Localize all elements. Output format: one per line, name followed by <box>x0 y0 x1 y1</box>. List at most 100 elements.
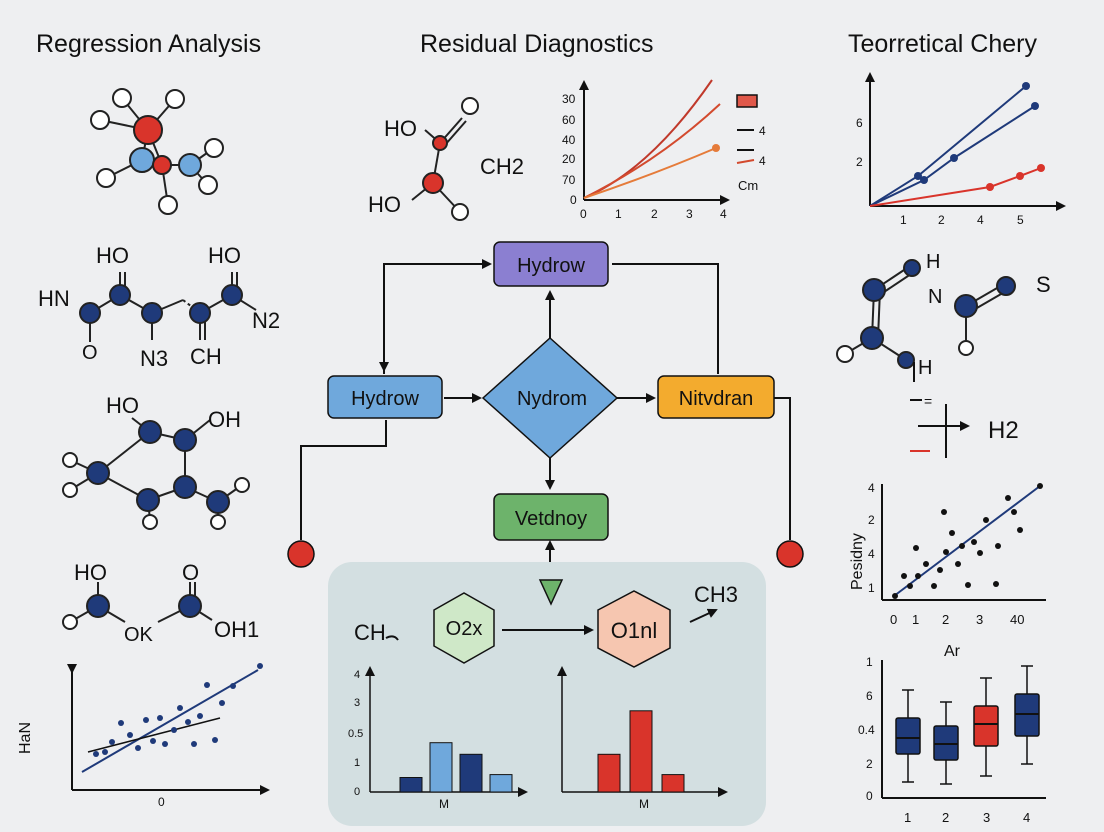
molecule-middle-top <box>411 97 479 221</box>
right-line-point <box>1016 172 1024 180</box>
hexagon-right: O1nl <box>597 590 671 668</box>
box-ytick-3: 2 <box>866 757 873 771</box>
flow-node-left-label: Hydrow <box>351 388 419 410</box>
panel-left-ytick-0: 4 <box>354 669 360 681</box>
mol2-label-o: O <box>82 342 98 364</box>
right-line-point <box>1031 102 1039 110</box>
panel-right-bar <box>597 753 621 793</box>
connector-left-to-red-dot <box>300 420 387 540</box>
flow-node-right[interactable]: Nitvdran <box>657 375 775 419</box>
midmol-label-ch2: CH2 <box>480 154 524 179</box>
mol2-label-n3: N3 <box>140 346 168 371</box>
panel-right-bars <box>597 710 685 793</box>
right-scatter-points <box>892 483 1043 599</box>
box-ytick-1: 6 <box>866 689 873 703</box>
box-xtick-3: 4 <box>1023 810 1030 825</box>
left-scatter-chart <box>67 663 270 795</box>
heading-residual-diagnostics: Residual Diagnostics <box>420 30 654 58</box>
right-scatter-xtick-4: 40 <box>1010 612 1024 627</box>
right-scatter-ytick-0: 4 <box>868 481 875 495</box>
panel-left-bar <box>399 777 423 793</box>
right-line-series-line <box>869 85 1027 207</box>
mol4-label-ok: OK <box>124 624 154 646</box>
right-scatter-ytick-2: 4 <box>868 547 875 561</box>
growth-series-3-end-point <box>712 144 720 152</box>
flow-node-bottom[interactable]: Vetdnoy <box>493 493 609 541</box>
growth-legend-label-2: 4 <box>759 154 766 168</box>
growth-xtick-1: 1 <box>615 207 622 221</box>
right-scatter-xtick-2: 2 <box>942 612 949 627</box>
flow-node-left[interactable]: Hydrow <box>327 375 443 419</box>
left-scatter-trend-line <box>81 669 259 773</box>
right-scatter-fit-line <box>893 485 1041 597</box>
left-scatter-fit-line <box>87 717 221 753</box>
mol2-label-n2: N2 <box>252 308 280 333</box>
equation-left: = <box>924 393 932 409</box>
box-xtick-0: 1 <box>904 810 911 825</box>
panel-left-formula-bond <box>385 635 399 641</box>
box-ytick-4: 0 <box>866 789 873 803</box>
hexagon-left-label: O2x <box>446 618 483 640</box>
growth-xtick-4: 4 <box>720 207 727 221</box>
right-scatter-xtick-0: 0 <box>890 612 897 627</box>
molecule-3 <box>62 417 250 530</box>
connector-right-to-top <box>612 263 719 374</box>
equation-block <box>910 399 970 458</box>
right-line-xtick-3: 5 <box>1017 213 1024 227</box>
panel-right-bar <box>661 774 685 793</box>
panel-chart-right <box>557 666 728 797</box>
panel-right-formula: CH3 <box>694 582 738 607</box>
growth-series-1 <box>583 79 713 199</box>
flow-connectors <box>300 259 791 570</box>
panel-left-formula: CH <box>354 620 386 645</box>
growth-ytick-3: 20 <box>562 152 576 166</box>
panel-left-ytick-4: 0 <box>354 786 360 798</box>
molright-label-n: N <box>928 286 942 308</box>
mol4-label-ho: HO <box>74 560 107 585</box>
right-line-series-line <box>869 105 1036 207</box>
right-line-chart <box>865 72 1066 211</box>
box-plot <box>881 660 1046 799</box>
growth-series-3 <box>583 147 717 199</box>
right-line-point <box>920 176 928 184</box>
growth-chart <box>579 79 758 205</box>
right-scatter-ytick-1: 2 <box>868 513 875 527</box>
panel-left-bar <box>489 774 513 793</box>
molright-label-s: S <box>1036 272 1051 297</box>
growth-legend-line-3 <box>736 159 755 164</box>
panel-left-ytick-3: 1 <box>354 757 360 769</box>
molright-label-h-top: H <box>926 251 940 273</box>
right-scatter-xtick-3: 3 <box>976 612 983 627</box>
molecule-right <box>836 259 1016 369</box>
molecule-4 <box>62 582 213 630</box>
panel-right-bar <box>629 710 653 793</box>
right-line-series-line <box>869 167 1042 207</box>
right-scatter-xtick-1: 1 <box>912 612 919 627</box>
flow-node-top[interactable]: Hydrow <box>493 241 609 287</box>
molright-label-h-bottom: H <box>918 357 932 379</box>
midmol-label-ho-a: HO <box>384 116 417 141</box>
flow-node-top-label: Hydrow <box>517 255 585 277</box>
box-ytick-0: 1 <box>866 655 873 669</box>
panel-right-xlabel: M <box>639 797 649 811</box>
panel-left-ytick-1: 3 <box>354 697 360 709</box>
right-scatter-ylabel: Pesidny <box>849 533 866 590</box>
flow-node-diamond[interactable]: Nydrom <box>481 336 619 460</box>
growth-ytick-0: 30 <box>562 92 576 106</box>
panel-left-bar <box>429 742 453 793</box>
right-line-series <box>869 82 1045 207</box>
hexagon-left: O2x <box>433 592 495 664</box>
heading-regression-analysis: Regression Analysis <box>36 30 262 58</box>
connector-right-to-red-dot <box>774 397 791 540</box>
right-line-point <box>986 183 994 191</box>
mol3-label-oh: OH <box>208 407 241 432</box>
heading-theoretical-chemistry: Teorretical Chery <box>848 30 1037 58</box>
box-ytick-2: 0.4 <box>858 723 875 737</box>
left-scatter-points <box>93 663 263 757</box>
panel-left-bars <box>399 742 513 793</box>
box-xtick-1: 2 <box>942 810 949 825</box>
hexagon-right-label: O1nl <box>611 618 657 643</box>
right-line-xtick-2: 4 <box>977 213 984 227</box>
growth-xtick-2: 2 <box>651 207 658 221</box>
